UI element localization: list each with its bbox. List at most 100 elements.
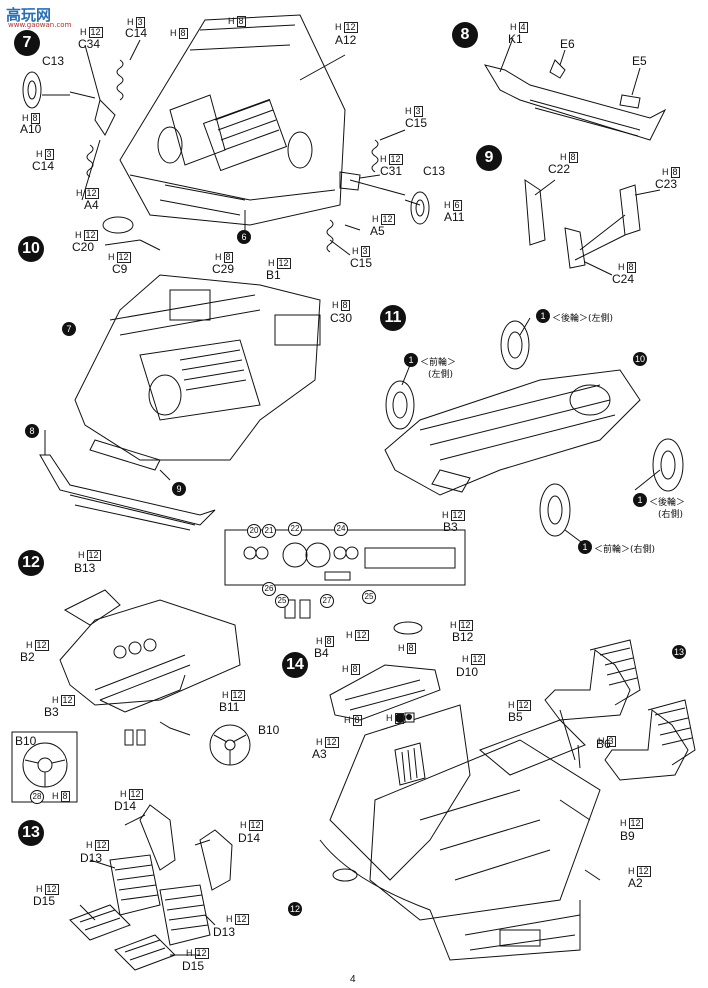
wheel-front-right-label: ＜前輪＞(右側) [594, 545, 656, 555]
part-C13-right: C13 [423, 164, 446, 178]
step11-chassis-drawing [384, 317, 684, 546]
marker-10: 10 [633, 352, 647, 366]
part-C14-bottom: C14 [32, 159, 55, 173]
part-C30: C30 [330, 311, 353, 325]
dash-callout-27: 27 [320, 594, 334, 608]
part-C31: C31 [380, 164, 403, 178]
step-10-badge: 10 [18, 236, 44, 262]
part-B10-detail: B10 [15, 734, 37, 748]
step-12-badge: 12 [18, 550, 44, 576]
part-B11: B11 [219, 700, 240, 714]
step-9-badge: 9 [476, 145, 502, 171]
part-C34: C34 [78, 37, 101, 51]
marker-7: 7 [62, 322, 76, 336]
dash-callout-26: 26 [262, 582, 276, 596]
part-B9: B9 [620, 829, 635, 843]
part-B3-dash: B3 [443, 520, 458, 534]
part-C13-left: C13 [42, 54, 65, 68]
part-D15-right: D15 [182, 959, 205, 973]
part-B13: B13 [74, 561, 96, 575]
part-A11: A11 [444, 210, 465, 224]
part-D14-right: D14 [238, 831, 261, 845]
marker-6: 6 [237, 230, 251, 244]
step13-seats-drawing [69, 804, 233, 971]
part-A10: A10 [20, 122, 42, 136]
part-C20: C20 [72, 240, 95, 254]
part-B10: B10 [258, 723, 280, 737]
marker-9: 9 [172, 482, 186, 496]
dash-callout-24: 24 [334, 522, 348, 536]
part-C14-top: C14 [125, 26, 148, 40]
part-C15-bottom: C15 [350, 256, 373, 270]
part-D14-left: D14 [114, 799, 137, 813]
filled-markers [395, 712, 415, 723]
wheel-marker-rear-left: 1 [536, 309, 550, 323]
part-B6: B6 [596, 737, 611, 751]
step-14-badge: 14 [282, 652, 308, 678]
dash-callout-20: 20 [247, 524, 261, 538]
part-E5: E5 [632, 54, 647, 68]
marker-12: 12 [288, 902, 302, 916]
part-D15-left: D15 [33, 894, 56, 908]
wheel-front-left-side: (左側) [428, 370, 454, 380]
wheel-marker-front-left: 1 [404, 353, 418, 367]
step-11-badge: 11 [380, 305, 406, 331]
wheel-callout-28: 28 [30, 790, 44, 804]
dash-callout-22: 22 [288, 522, 302, 536]
part-B4: B4 [314, 646, 329, 660]
part-C22: C22 [548, 162, 571, 176]
part-C29: C29 [212, 262, 235, 276]
page-number: 4 [350, 974, 356, 985]
part-C15-right: C15 [405, 116, 428, 130]
step7-engine-drawing [22, 14, 430, 256]
marker-13: 13 [672, 645, 686, 659]
part-C23: C23 [655, 177, 678, 191]
part-C24: C24 [612, 272, 635, 286]
marker-8: 8 [25, 424, 39, 438]
part-C9: C9 [112, 262, 128, 276]
wheel-rear-right-side: (右側) [658, 510, 684, 520]
wheel-rear-right-label: ＜後輪＞ [649, 498, 686, 508]
step-7-badge: 7 [14, 30, 40, 56]
watermark-logo: 高玩网 [6, 6, 52, 24]
step9-guards-drawing [524, 179, 661, 276]
wheel-marker-front-right: 1 [578, 540, 592, 554]
part-B5: B5 [508, 710, 523, 724]
step14-interior-drawing [319, 621, 696, 961]
part-D13-right: D13 [213, 925, 236, 939]
dash-callout-25a: 25 [275, 594, 289, 608]
